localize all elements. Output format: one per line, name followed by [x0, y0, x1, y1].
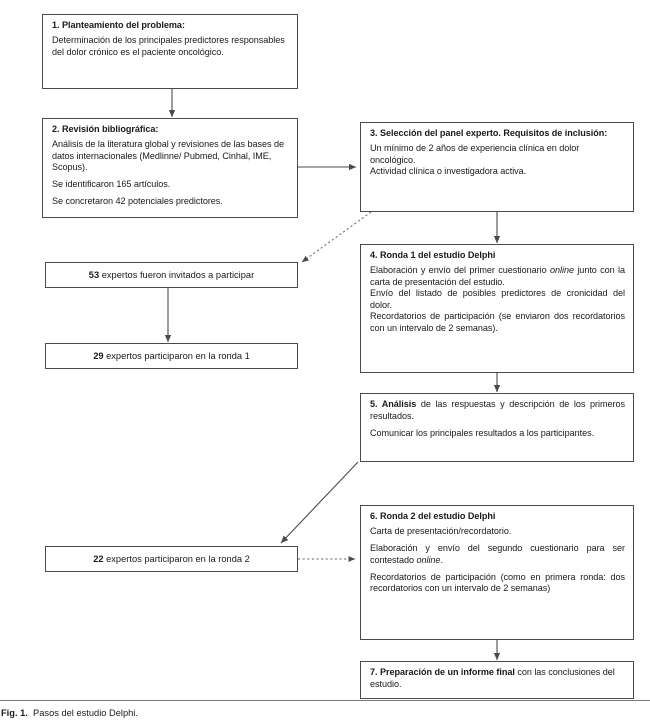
step-3-body-2: Actividad clínica o investigadora activa…	[370, 166, 527, 177]
step-7-box: 7. Preparación de un informe final con l…	[360, 661, 634, 699]
step-5-body-1: de las respuestas y descripción de los p…	[370, 399, 625, 421]
step-6-body-2-pre: Elaboración y envío del segundo cuestion…	[370, 543, 625, 565]
step-4-body-2: Envío del listado de posibles predictore…	[370, 288, 625, 310]
round2-participants-line: 22 expertos participaron en la ronda 2	[93, 554, 250, 565]
step-4-online-emphasis: online	[550, 265, 574, 276]
step-4-heading: 4. Ronda 1 del estudio Delphi	[370, 250, 496, 260]
step-6-online-emphasis: online	[416, 554, 441, 565]
step-5-heading-line: 5. Análisis de las respuestas y descripc…	[370, 399, 625, 422]
step-2-body-2: Se identificaron 165 artículos.	[52, 179, 171, 190]
caption-divider	[0, 700, 650, 701]
figure-caption-text: Pasos del estudio Delphi.	[33, 708, 138, 718]
round2-participants-label: expertos participaron en la ronda 2	[103, 553, 250, 564]
step-2-heading: 2. Revisión bibliográfica:	[52, 124, 159, 134]
step-6-box: 6. Ronda 2 del estudio Delphi Carta de p…	[360, 505, 634, 640]
connector-step5-round2	[280, 461, 359, 544]
figure-caption: Fig. 1. Pasos del estudio Delphi.	[1, 707, 138, 719]
step-2-box: 2. Revisión bibliográfica: Análisis de l…	[42, 118, 298, 218]
step-7-line: 7. Preparación de un informe final con l…	[370, 667, 625, 690]
invited-experts-label: expertos fueron invitados a participar	[99, 269, 255, 280]
step-4-body-1-post: junto con la carta de presentación del e…	[370, 265, 626, 287]
invited-experts-line: 53 expertos fueron invitados a participa…	[89, 270, 254, 281]
step-6-body-2: Elaboración y envío del segundo cuestion…	[370, 543, 625, 566]
round1-participants-line: 29 expertos participaron en la ronda 1	[93, 351, 250, 362]
step-5-box: 5. Análisis de las respuestas y descripc…	[360, 393, 634, 462]
round1-participants-label: expertos participaron en la ronda 1	[103, 350, 250, 361]
round1-participants-number: 29	[93, 350, 104, 361]
step-7-heading: 7. Preparación de un informe final	[370, 667, 515, 677]
step-6-heading: 6. Ronda 2 del estudio Delphi	[370, 511, 496, 521]
step-6-body-1: Carta de presentación/recordatorio.	[370, 526, 512, 537]
round2-participants-box: 22 expertos participaron en la ronda 2	[45, 546, 298, 572]
step-3-heading: 3. Selección del panel experto. Requisit…	[370, 128, 608, 138]
step-5-body-2: Comunicar los principales resultados a l…	[370, 427, 595, 438]
step-6-body-2-post: .	[440, 554, 443, 565]
step-1-body: Determinación de los principales predict…	[52, 35, 285, 57]
step-4-body-1-pre: Elaboración y envío del primer cuestiona…	[370, 265, 550, 276]
step-3-body-1: Un mínimo de 2 años de experiencia clíni…	[370, 143, 580, 165]
step-1-heading: 1. Planteamiento del problema:	[52, 20, 185, 30]
round2-participants-number: 22	[93, 553, 104, 564]
step-3-box: 3. Selección del panel experto. Requisit…	[360, 122, 634, 212]
step-4-box: 4. Ronda 1 del estudio Delphi Elaboració…	[360, 244, 634, 373]
figure-caption-label: Fig. 1.	[1, 708, 28, 718]
step-4-body-3: Recordatorios de participación (se envia…	[370, 311, 625, 334]
step-2-body-1: Análisis de la literatura global y revis…	[52, 139, 285, 173]
invited-experts-number: 53	[88, 269, 100, 280]
step-6-body-3: Recordatorios de participación (como en …	[370, 571, 625, 594]
step-5-heading-word: Análisis	[377, 399, 417, 409]
invited-experts-box: 53 expertos fueron invitados a participa…	[45, 262, 298, 288]
step-7-body: con las conclusiones del estudio.	[370, 667, 615, 689]
step-2-body-3: Se concretaron 42 potenciales predictore…	[52, 196, 223, 207]
step-1-box: 1. Planteamiento del problema: Determina…	[42, 14, 298, 89]
step-5-number: 5.	[370, 399, 378, 409]
round1-participants-box: 29 expertos participaron en la ronda 1	[45, 343, 298, 369]
step-4-body-1: Elaboración y envío del primer cuestiona…	[370, 265, 625, 288]
